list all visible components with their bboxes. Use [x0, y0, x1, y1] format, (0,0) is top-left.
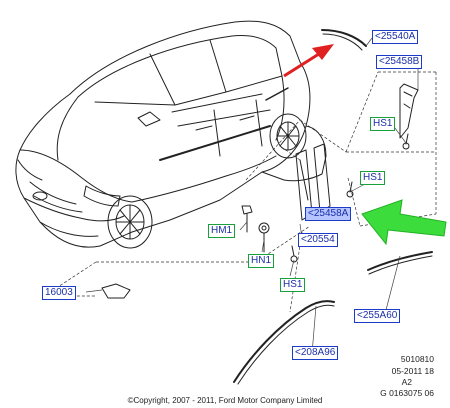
- part-code-208a96[interactable]: <208A96: [292, 346, 339, 360]
- fastener-code-hm1[interactable]: HM1: [208, 224, 236, 238]
- parts-group: [101, 29, 433, 385]
- label-leaders: [85, 37, 419, 355]
- part-code-25458b[interactable]: <25458B: [376, 55, 423, 69]
- reference-date: 05-2011 18: [391, 366, 434, 376]
- reference-graphic: G 0163075 06: [380, 388, 434, 398]
- reference-sheet: A2: [401, 377, 412, 387]
- part-code-20554[interactable]: <20554: [298, 233, 338, 247]
- callout-arrow: [283, 44, 334, 78]
- part-code-16003[interactable]: 16003: [42, 286, 76, 300]
- fastener-code-hn1[interactable]: HN1: [248, 254, 275, 268]
- fastener-code-hs1[interactable]: HS1: [280, 278, 306, 292]
- reference-number: 5010810: [400, 354, 434, 364]
- car-illustration: [15, 20, 327, 249]
- copyright-notice: ©Copyright, 2007 - 2011, Ford Motor Comp…: [127, 396, 323, 405]
- fastener-code-hs1[interactable]: HS1: [370, 117, 396, 131]
- highlight-arrow: [361, 199, 447, 246]
- fastener-code-hs1[interactable]: HS1: [360, 171, 386, 185]
- part-code-25458a[interactable]: <25458A: [305, 207, 352, 221]
- part-code-255a60[interactable]: <255A60: [354, 309, 401, 323]
- part-code-25540a[interactable]: <25540A: [372, 30, 419, 44]
